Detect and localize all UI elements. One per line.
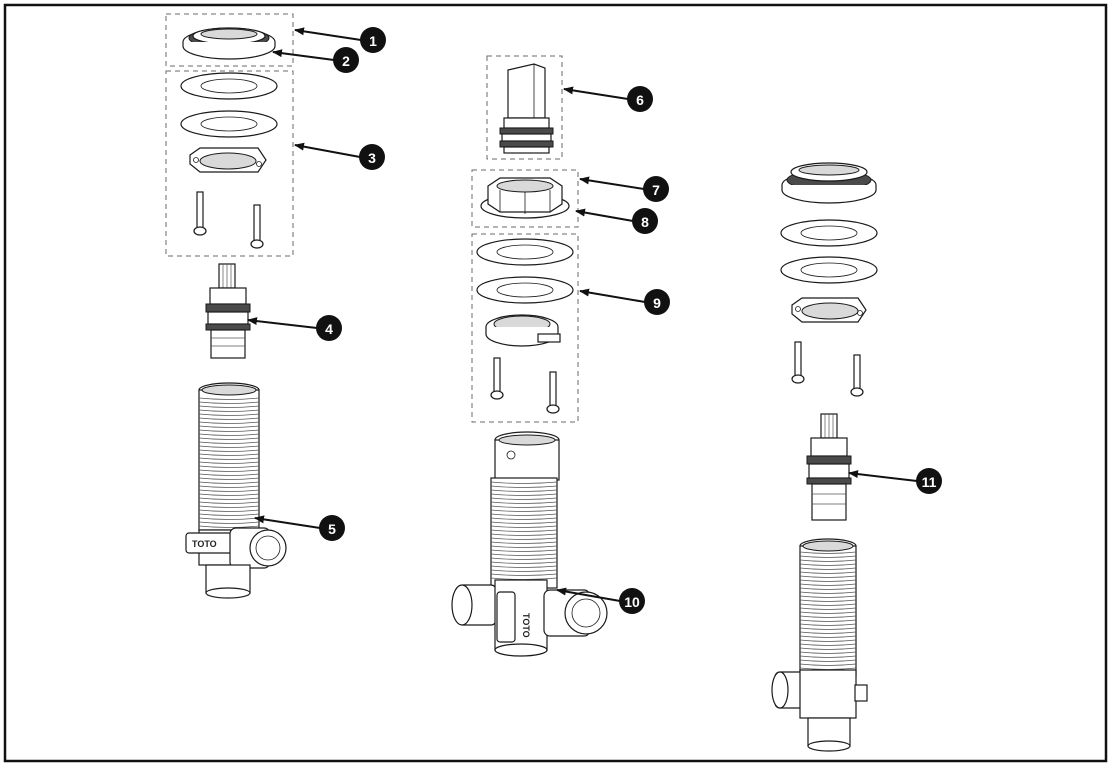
mounting-ring-part	[485, 314, 561, 347]
callout-circle-11	[916, 468, 942, 494]
group-box-7-8	[471, 169, 579, 228]
group-box-6	[486, 55, 563, 160]
leader-line-11	[848, 470, 918, 482]
brand-mark-middle: TOTO	[521, 613, 531, 638]
callout-number-1: 1	[369, 33, 377, 49]
leader-line-1	[294, 27, 362, 41]
leader-line-3	[294, 142, 361, 158]
callout-circle-4	[316, 315, 342, 341]
right-assembly	[771, 162, 878, 752]
escutcheon-cap-part	[182, 27, 276, 60]
leader-line-9	[579, 288, 646, 303]
valve-body-right-part	[771, 538, 868, 752]
callout-number-7: 7	[652, 182, 660, 198]
screw-mid-right-part	[546, 371, 560, 414]
valve-body-left-part: TOTO	[185, 382, 287, 599]
callout-number-4: 4	[325, 321, 333, 337]
leader-line-10	[556, 587, 621, 602]
brand-mark-left: TOTO	[192, 539, 217, 549]
leader-line-6	[563, 86, 629, 100]
washer-upper-part	[180, 72, 278, 100]
washer-mid-upper-part	[476, 238, 574, 266]
leader-line-5	[254, 515, 321, 529]
hex-nut-part	[480, 177, 570, 219]
callout-number-9: 9	[653, 295, 661, 311]
washer-lower-part	[180, 110, 278, 138]
diagram-frame	[3, 3, 1108, 763]
screw-right-left-part	[791, 341, 805, 384]
callout-circle-5	[319, 515, 345, 541]
left-assembly: TOTO	[165, 13, 294, 599]
washer-right-lower-part	[780, 256, 878, 284]
callout-circle-9	[644, 289, 670, 315]
group-box-9	[471, 233, 579, 423]
screw-right-right-part	[850, 354, 864, 397]
leader-line-8	[575, 208, 634, 222]
screw-right-part	[250, 204, 264, 249]
leader-line-4	[247, 317, 318, 329]
valve-body-middle-part: TOTO	[451, 431, 608, 657]
washer-mid-lower-part	[476, 276, 574, 304]
callout-number-8: 8	[641, 214, 649, 230]
callout-layer: 1 2 3 4 5 6 78 9 10 11	[247, 27, 942, 614]
callout-circle-1	[360, 27, 386, 53]
group-box-3	[165, 70, 294, 257]
screw-left-part	[193, 191, 207, 236]
middle-assembly: TOTO	[451, 55, 608, 657]
cartridge-right-part	[806, 413, 852, 521]
callout-number-3: 3	[368, 150, 376, 166]
callout-circle-6	[627, 86, 653, 112]
callout-number-2: 2	[342, 53, 350, 69]
group-box-1-2	[165, 13, 294, 67]
leader-line-7	[579, 176, 645, 190]
callout-circle-3	[359, 144, 385, 170]
mounting-bracket-part	[189, 147, 267, 173]
screw-mid-left-part	[490, 357, 504, 400]
leader-line-2	[272, 49, 335, 61]
stem-adapter-part	[499, 63, 554, 154]
callout-circle-8	[632, 208, 658, 234]
washer-right-upper-part	[780, 219, 878, 247]
mounting-bracket-right-part	[791, 297, 867, 323]
callout-number-5: 5	[328, 521, 336, 537]
callout-number-11: 11	[922, 474, 937, 490]
callout-circle-7	[643, 176, 669, 202]
cartridge-left-part	[205, 263, 251, 359]
callout-number-6: 6	[636, 92, 644, 108]
callout-number-10: 10	[624, 594, 640, 610]
callout-circle-2	[333, 47, 359, 73]
callout-circle-10	[619, 588, 645, 614]
escutcheon-cap-right-part	[781, 162, 877, 204]
